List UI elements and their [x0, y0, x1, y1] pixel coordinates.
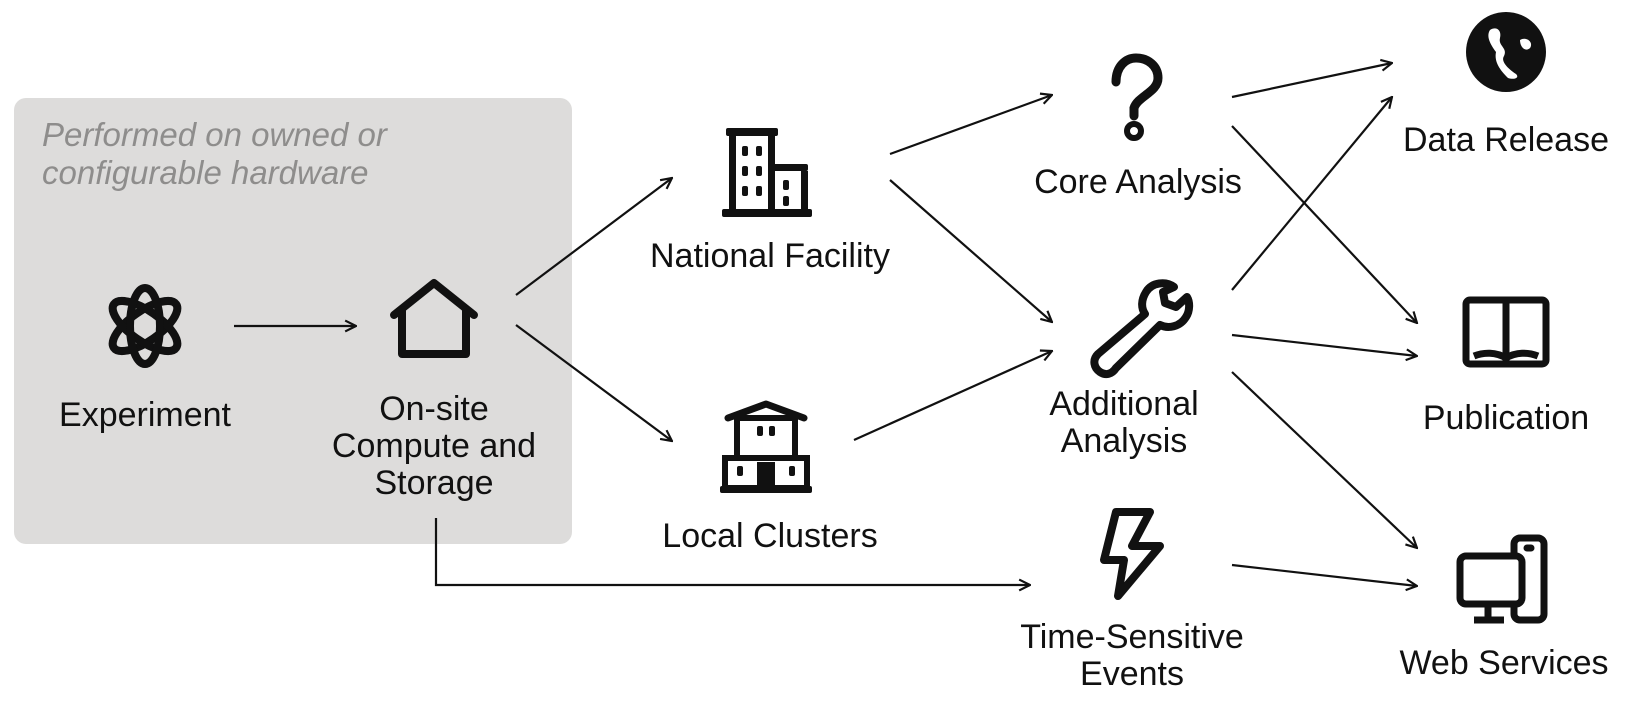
- wrench-icon: [1090, 279, 1194, 379]
- national-facility-label: National Facility: [650, 237, 890, 275]
- arrow-onsite-to-local: [515, 324, 672, 441]
- hardware-group-caption: Performed on owned or configurable hardw…: [42, 116, 387, 191]
- arrow-national-to-additional: [889, 179, 1052, 322]
- arrow-additional-to-publication: [1231, 333, 1417, 356]
- arrow-additional-to-release: [1231, 97, 1392, 291]
- arrow-onsite-to-time-sensitive: [434, 518, 1030, 585]
- time-sensitive-events-label: Time-Sensitive Events: [1020, 618, 1244, 693]
- web-services-label: Web Services: [1399, 644, 1609, 682]
- arrow-core-to-release: [1231, 63, 1392, 99]
- question-mark-icon: [1111, 53, 1163, 141]
- hardware-group-box: [14, 98, 572, 544]
- house-icon: [390, 279, 478, 358]
- lightning-bolt-icon: [1100, 508, 1164, 600]
- arrow-core-to-publication: [1231, 125, 1417, 323]
- campus-building-icon: [720, 400, 812, 493]
- data-release-label: Data Release: [1402, 121, 1609, 159]
- arrow-onsite-to-national: [515, 178, 672, 296]
- arrow-additional-to-web: [1231, 371, 1417, 548]
- atom-icon: [108, 284, 182, 368]
- local-clusters-label: Local Clusters: [662, 517, 878, 555]
- core-analysis-label: Core Analysis: [1034, 163, 1242, 201]
- additional-analysis-label: Additional Analysis: [1049, 385, 1199, 460]
- arrow-national-to-core: [889, 95, 1052, 156]
- open-book-icon: [1462, 296, 1550, 368]
- office-building-icon: [722, 128, 812, 217]
- arrow-local-to-additional: [853, 351, 1052, 442]
- publication-label: Publication: [1422, 399, 1590, 437]
- monitor-and-phone-icon: [1456, 534, 1548, 624]
- onsite-label: On-site Compute and Storage: [331, 390, 537, 502]
- arrow-time-to-web: [1231, 563, 1417, 586]
- globe-icon: [1466, 12, 1546, 92]
- experiment-label: Experiment: [59, 396, 231, 434]
